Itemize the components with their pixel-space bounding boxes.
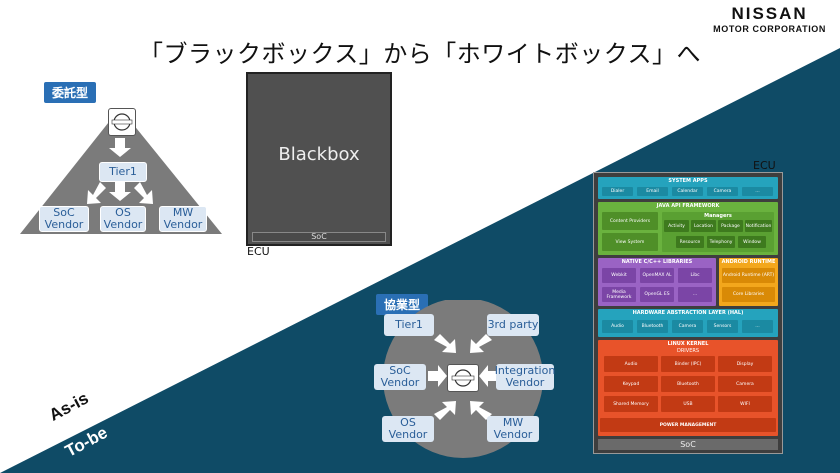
to-be-3rd-party-box: 3rd party (487, 314, 539, 336)
slide-title: 「ブラックボックス」から「ホワイトボックス」へ (138, 40, 702, 68)
hal-cell: Audio (602, 320, 633, 333)
nissan-logo-icon (451, 369, 475, 387)
arrow-right-up-icon (434, 401, 456, 420)
manager-cell: Location (691, 220, 716, 232)
nissan-logo-icon (111, 113, 133, 131)
blackbox-ecu-label: ECU (247, 245, 270, 258)
layer-linux-kernel: LINUX KERNEL DRIVERS Audio Binder (IPC) … (598, 340, 778, 436)
hal-cell: … (742, 320, 773, 333)
whitebox-ecu-label: ECU (753, 159, 776, 172)
as-is-os-vendor-box: OS Vendor (100, 206, 146, 232)
manager-cell: Package (718, 220, 743, 232)
app-cell: … (742, 187, 773, 196)
native-cell: OpenMAX AL (640, 268, 674, 283)
brand-name: NISSAN (731, 4, 808, 23)
as-is-soc-vendor-box: SoC Vendor (39, 206, 89, 232)
arrow-group (428, 334, 498, 420)
layer-title: LINUX KERNEL (667, 341, 709, 347)
manager-cell: Notification (745, 220, 772, 232)
driver-cell: Keypad (604, 376, 658, 392)
nissan-logo-box (108, 108, 136, 136)
app-cell: Camera (707, 187, 738, 196)
arrow-down-icon (109, 138, 131, 157)
app-cell: Dialer (602, 187, 633, 196)
driver-cell: Shared Memory (604, 396, 658, 412)
driver-cell: USB (661, 396, 715, 412)
layer-android-runtime: ANDROID RUNTIME Android Runtime (ART) Co… (719, 258, 778, 306)
drivers-title: DRIVERS (676, 348, 700, 354)
layer-system-apps: SYSTEM APPS Dialer Email Calendar Camera… (598, 177, 778, 199)
driver-cell: Audio (604, 356, 658, 372)
layer-title: ANDROID RUNTIME (721, 259, 776, 265)
layer-title: HARDWARE ABSTRACTION LAYER (HAL) (632, 310, 744, 316)
app-cell: Email (637, 187, 668, 196)
layer-native-libs: NATIVE C/C++ LIBRARIES Webkit OpenMAX AL… (598, 258, 716, 306)
driver-cell: Bluetooth (661, 376, 715, 392)
native-cell: … (678, 287, 712, 302)
manager-cell: Window (738, 236, 766, 248)
arrow-right-down-icon (134, 182, 153, 204)
whitebox-ecu: SYSTEM APPS Dialer Email Calendar Camera… (593, 172, 783, 454)
arrow-group (87, 138, 153, 204)
app-cell: Calendar (672, 187, 703, 196)
nissan-logo-box (447, 364, 479, 392)
as-is-tag: 委託型 (44, 82, 97, 103)
native-cell: OpenGL ES (640, 287, 674, 302)
arrow-left-up-icon (470, 401, 492, 420)
hal-cell: Sensors (707, 320, 738, 333)
to-be-os-vendor-box: OS Vendor (382, 416, 434, 442)
driver-cell: Binder (IPC) (661, 356, 715, 372)
arrow-left-icon (479, 365, 498, 387)
layer-title: SYSTEM APPS (668, 178, 708, 184)
brand-subtitle: MOTOR CORPORATION (713, 24, 826, 34)
hal-cell: Camera (672, 320, 703, 333)
driver-cell: Display (718, 356, 772, 372)
native-cell: Media Framework (602, 287, 636, 302)
to-be-mw-vendor-box: MW Vendor (487, 416, 539, 442)
arrow-left-down-icon (470, 334, 492, 353)
to-be-tag: 協業型 (376, 294, 429, 315)
managers-title: Managers (704, 213, 732, 219)
whitebox-soc-bar: SoC (598, 439, 778, 450)
power-management-cell: POWER MANAGEMENT (600, 418, 776, 432)
to-be-soc-vendor-box: SoC Vendor (374, 364, 426, 390)
manager-cell: Resource (676, 236, 704, 248)
arrow-left-down-icon (87, 182, 106, 204)
to-be-tier1-box: Tier1 (384, 314, 434, 336)
driver-cell: WIFI (718, 396, 772, 412)
blackbox-ecu: Blackbox SoC (246, 72, 392, 246)
arrow-down-icon (109, 182, 131, 201)
java-cell: View System (602, 233, 658, 251)
manager-cell: Activity (664, 220, 689, 232)
runtime-cell: Core Libraries (722, 287, 775, 302)
layer-hal: HARDWARE ABSTRACTION LAYER (HAL) Audio B… (598, 309, 778, 337)
hal-cell: Bluetooth (637, 320, 668, 333)
layer-title: NATIVE C/C++ LIBRARIES (621, 259, 693, 265)
runtime-cell: Android Runtime (ART) (722, 268, 775, 283)
as-is-tier1-box: Tier1 (99, 162, 147, 182)
driver-cell: Camera (718, 376, 772, 392)
arrow-right-icon (428, 365, 447, 387)
nissan-brand: NISSAN MOTOR CORPORATION (713, 4, 826, 34)
layer-title: JAVA API FRAMEWORK (656, 203, 720, 209)
managers-group: Managers Activity Location Package Notif… (662, 212, 774, 252)
native-cell: Libc (678, 268, 712, 283)
layer-java-api: JAVA API FRAMEWORK Content Providers Vie… (598, 202, 778, 255)
as-is-mw-vendor-box: MW Vendor (159, 206, 207, 232)
blackbox-label: Blackbox (278, 144, 360, 165)
native-cell: Webkit (602, 268, 636, 283)
arrow-right-down-icon (434, 334, 456, 353)
manager-cell: Telephony (707, 236, 735, 248)
to-be-integration-vendor-box: Integration Vendor (494, 364, 556, 390)
java-cell: Content Providers (602, 212, 658, 230)
blackbox-soc-bar: SoC (252, 232, 386, 242)
